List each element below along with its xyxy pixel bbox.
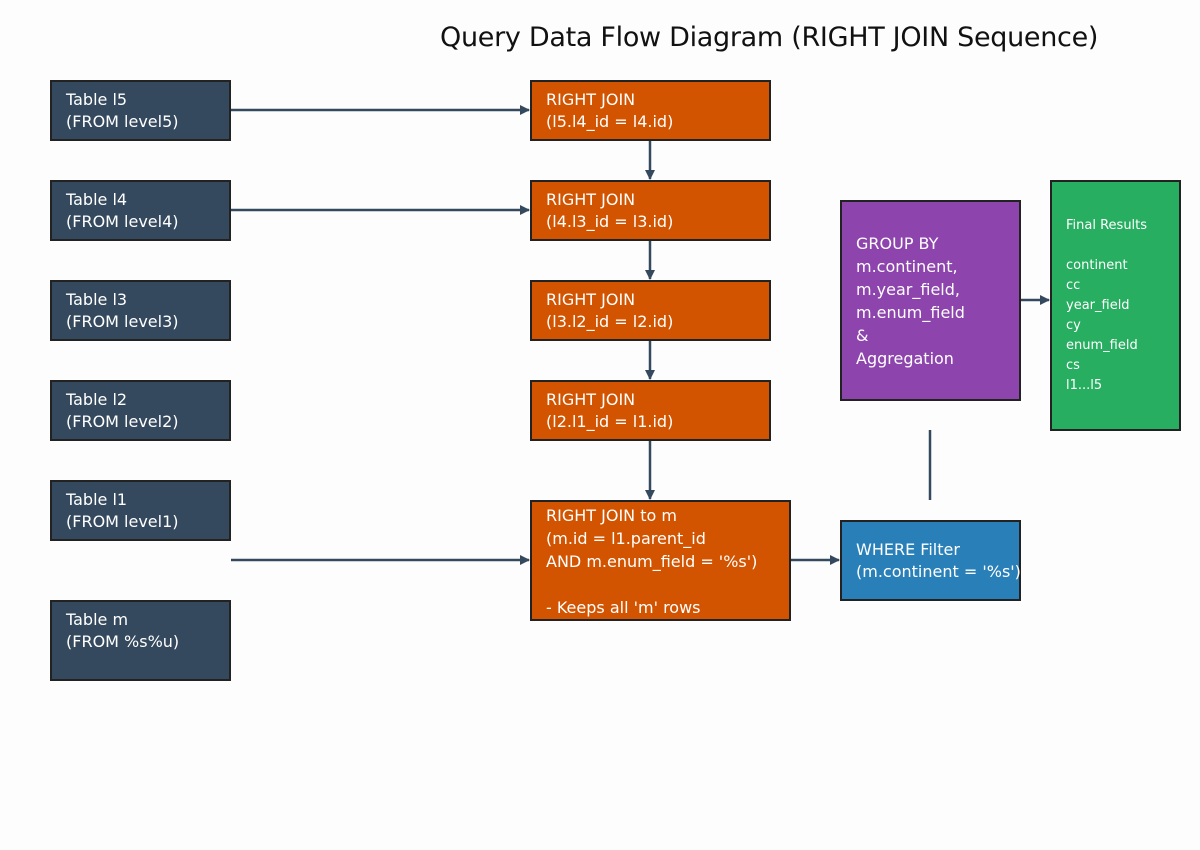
- final-results-node: Final Results continent cc year_field cy…: [1050, 180, 1181, 431]
- group-by-node: GROUP BY m.continent, m.year_field, m.en…: [840, 200, 1021, 401]
- node-line: m.year_field,: [856, 280, 960, 299]
- result-field: cy: [1066, 318, 1081, 333]
- table-l4-node: Table l4 (FROM level4): [50, 180, 231, 241]
- node-line: m.continent,: [856, 257, 958, 276]
- table-l2-node: Table l2 (FROM level2): [50, 380, 231, 441]
- node-line: Aggregation: [856, 349, 954, 368]
- node-label: RIGHT JOIN: [546, 190, 636, 209]
- result-field: cc: [1066, 278, 1081, 293]
- result-field: year_field: [1066, 298, 1130, 313]
- node-sublabel: (FROM level5): [66, 112, 179, 131]
- join-l3-l2-node: RIGHT JOIN (l3.l2_id = l2.id): [530, 280, 771, 341]
- node-sublabel: (FROM level4): [66, 212, 179, 231]
- join-l2-l1-node: RIGHT JOIN (l2.l1_id = l1.id): [530, 380, 771, 441]
- join-l5-l4-node: RIGHT JOIN (l5.l4_id = l4.id): [530, 80, 771, 141]
- node-sublabel: (FROM %s%u): [66, 632, 180, 651]
- node-sublabel: (FROM level2): [66, 412, 179, 431]
- node-line: RIGHT JOIN to m: [546, 506, 677, 525]
- node-label: Table l5: [66, 90, 128, 109]
- node-label: Table l4: [66, 190, 128, 209]
- node-sublabel: (l3.l2_id = l2.id): [546, 312, 674, 331]
- result-field: continent: [1066, 258, 1128, 273]
- node-line: (m.id = l1.parent_id: [546, 529, 706, 548]
- table-l3-node: Table l3 (FROM level3): [50, 280, 231, 341]
- node-label: Table l2: [66, 390, 128, 409]
- node-sublabel: (FROM level3): [66, 312, 179, 331]
- node-label: RIGHT JOIN: [546, 90, 636, 109]
- node-line: AND m.enum_field = '%s'): [546, 552, 758, 571]
- join-l4-l3-node: RIGHT JOIN (l4.l3_id = l3.id): [530, 180, 771, 241]
- node-label: RIGHT JOIN: [546, 390, 636, 409]
- node-sublabel: (l5.l4_id = l4.id): [546, 112, 674, 131]
- final-join-node: RIGHT JOIN to m (m.id = l1.parent_id AND…: [530, 500, 791, 621]
- table-m-node: Table m (FROM %s%u): [50, 600, 231, 681]
- node-line: - Keeps all 'm' rows: [546, 598, 701, 617]
- node-sublabel: (l2.l1_id = l1.id): [546, 412, 674, 431]
- where-filter-node: WHERE Filter (m.continent = '%s'): [840, 520, 1021, 601]
- table-l5-node: Table l5 (FROM level5): [50, 80, 231, 141]
- result-field: enum_field: [1066, 338, 1138, 353]
- node-sublabel: (FROM level1): [66, 512, 179, 531]
- results-heading: Final Results: [1066, 218, 1148, 233]
- diagram-title: Query Data Flow Diagram (RIGHT JOIN Sequ…: [440, 22, 1099, 53]
- table-l1-node: Table l1 (FROM level1): [50, 480, 231, 541]
- result-field: cs: [1066, 358, 1080, 373]
- node-sublabel: (m.continent = '%s'): [856, 562, 1021, 581]
- node-label: Table m: [66, 610, 129, 629]
- node-label: RIGHT JOIN: [546, 290, 636, 309]
- node-line: GROUP BY: [856, 234, 939, 253]
- result-field: l1...l5: [1066, 378, 1103, 393]
- node-label: WHERE Filter: [856, 540, 960, 559]
- node-line: &: [856, 326, 869, 345]
- node-sublabel: (l4.l3_id = l3.id): [546, 212, 674, 231]
- node-label: Table l1: [66, 490, 128, 509]
- node-line: m.enum_field: [856, 303, 965, 322]
- node-label: Table l3: [66, 290, 128, 309]
